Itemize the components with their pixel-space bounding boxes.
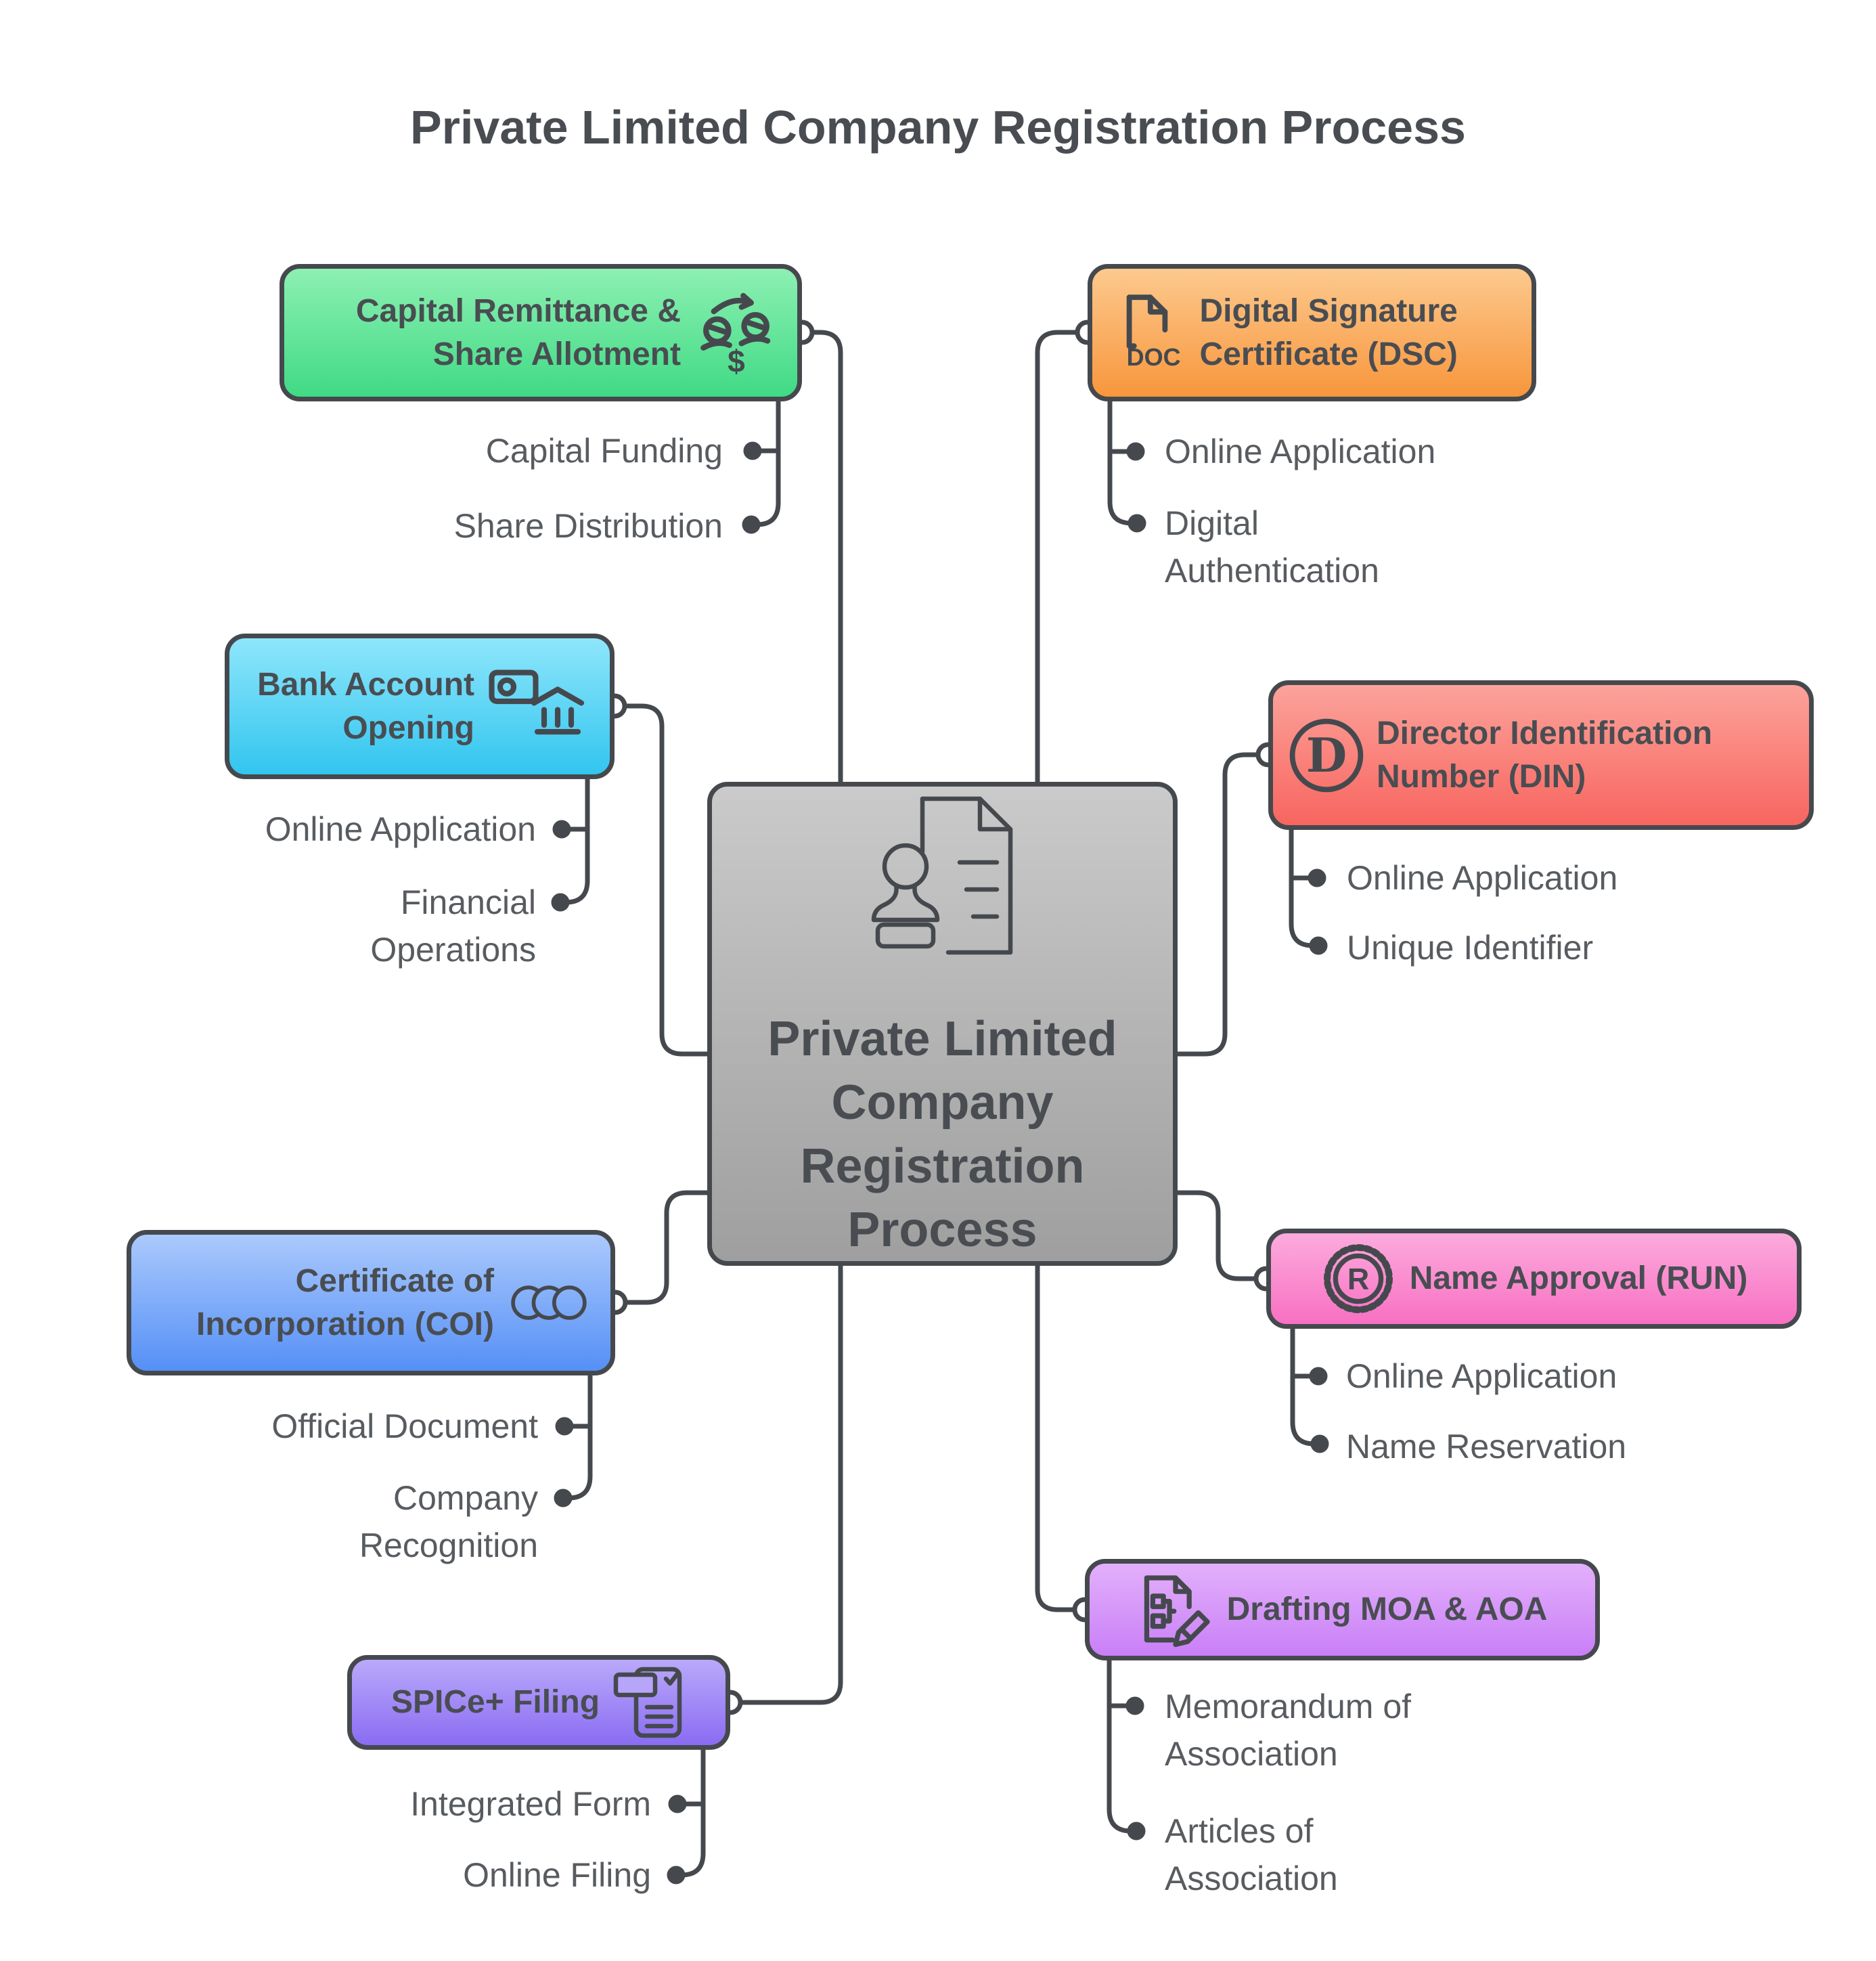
twig-dot: [1127, 1822, 1146, 1841]
circled-d-icon: D: [1289, 718, 1364, 792]
node-run: R Name Approval (RUN): [1266, 1229, 1802, 1329]
twig-dot: [1308, 868, 1326, 887]
sublabel-bank-online-application: Online Application: [265, 810, 536, 848]
currency-exchange-people-icon: $: [700, 292, 771, 376]
branch-links: [622, 330, 1261, 1705]
twig-dot: [742, 515, 761, 534]
twig-dot: [1127, 514, 1146, 533]
bank-money-icon: [489, 669, 585, 735]
twig-bank: [563, 776, 590, 905]
center-label: Private Limited Company Registration Pro…: [767, 1011, 1117, 1257]
twig-dot: [668, 1794, 687, 1813]
stamp-document-icon: [871, 796, 1012, 954]
page-title: Private Limited Company Registration Pro…: [410, 101, 1466, 154]
integrated-form-icon: [613, 1667, 682, 1738]
twig-dot: [551, 893, 570, 912]
node-spice-filing: SPICe+ Filing: [347, 1655, 730, 1750]
sublabel-company-recognition: Company Recognition: [359, 1479, 538, 1564]
node-coi-title: Certificate of Incorporation (COI): [196, 1262, 494, 1342]
sublabel-articles-of-association: Articles of Association: [1165, 1812, 1338, 1897]
sublabel-run-online-application: Online Application: [1346, 1357, 1617, 1395]
twig-din: [1289, 827, 1316, 948]
link-spice-center: [738, 1262, 843, 1705]
twig-dot: [555, 1417, 574, 1436]
node-dsc: DOC Digital Signature Certificate (DSC): [1088, 264, 1536, 401]
twig-dsc: [1107, 399, 1134, 526]
link-dsc-center: [1035, 330, 1080, 785]
sublabel-financial-operations: Financial Operations: [370, 883, 536, 969]
twig-dot: [1309, 1367, 1328, 1386]
node-din: D Director Identification Number (DIN): [1268, 680, 1814, 830]
twig-run: [1290, 1326, 1317, 1447]
sublabel-official-document: Official Document: [271, 1407, 538, 1445]
node-coi: Certificate of Incorporation (COI): [127, 1230, 615, 1375]
sublabel-share-distribution: Share Distribution: [453, 507, 723, 545]
sublabel-links: [551, 399, 1329, 1885]
sublabel-din-online-application: Online Application: [1347, 859, 1618, 897]
link-bank-center: [622, 703, 712, 1057]
sublabel-online-filing: Online Filing: [463, 1856, 651, 1894]
twig-spice: [679, 1747, 706, 1878]
twig-moa: [1107, 1658, 1134, 1834]
sublabel-memorandum-of-association: Memorandum of Association: [1165, 1688, 1412, 1773]
twig-dot: [1310, 1434, 1329, 1453]
twig-dot: [552, 820, 571, 839]
node-run-title: Name Approval (RUN): [1409, 1260, 1748, 1296]
stacked-coins-icon: [511, 1285, 587, 1320]
svg-text:R: R: [1347, 1262, 1369, 1296]
sublabel-capital-funding: Capital Funding: [485, 432, 723, 470]
document-pencil-icon: [1144, 1575, 1210, 1648]
sublabel-digital-authentication: Digital Authentication: [1165, 504, 1379, 590]
node-capital-title: Capital Remittance & Share Allotment: [355, 292, 681, 372]
doc-file-icon: DOC: [1126, 294, 1180, 371]
twig-capital: [754, 399, 781, 527]
node-moa-aoa: Drafting MOA & AOA: [1085, 1559, 1600, 1660]
sublabel-name-reservation: Name Reservation: [1346, 1428, 1627, 1466]
twig-dot: [1126, 442, 1145, 461]
twig-dot: [743, 441, 762, 460]
sublabel-unique-identifier: Unique Identifier: [1347, 929, 1594, 967]
link-run-center: [1173, 1190, 1259, 1281]
node-moa-title: Drafting MOA & AOA: [1226, 1591, 1548, 1627]
sublabel-dsc-online-application: Online Application: [1165, 433, 1436, 470]
node-capital-remittance: Capital Remittance & Share Allotment $: [280, 264, 802, 401]
node-center: Private Limited Company Registration Pro…: [707, 782, 1178, 1266]
link-coi-center: [623, 1190, 712, 1305]
svg-text:$: $: [728, 343, 745, 376]
node-din-title: Director Identification Number (DIN): [1377, 715, 1713, 795]
twig-dot: [1309, 936, 1328, 955]
node-bank-title: Bank Account Opening: [257, 666, 474, 746]
node-dsc-title: Digital Signature Certificate (DSC): [1199, 292, 1458, 372]
twig-dot: [1125, 1696, 1144, 1715]
link-din-center: [1173, 752, 1261, 1057]
svg-text:DOC: DOC: [1126, 343, 1180, 371]
node-bank-account: Bank Account Opening: [225, 634, 615, 779]
node-spice-title: SPICe+ Filing: [390, 1684, 600, 1720]
twig-dot: [554, 1489, 573, 1507]
sublabel-integrated-form: Integrated Form: [410, 1785, 651, 1823]
twig-dot: [667, 1866, 686, 1885]
registered-seal-icon: R: [1323, 1244, 1393, 1313]
twig-coi: [566, 1373, 593, 1501]
link-moa-center: [1035, 1262, 1077, 1612]
svg-text:D: D: [1306, 728, 1347, 783]
link-capital-center: [809, 330, 843, 785]
